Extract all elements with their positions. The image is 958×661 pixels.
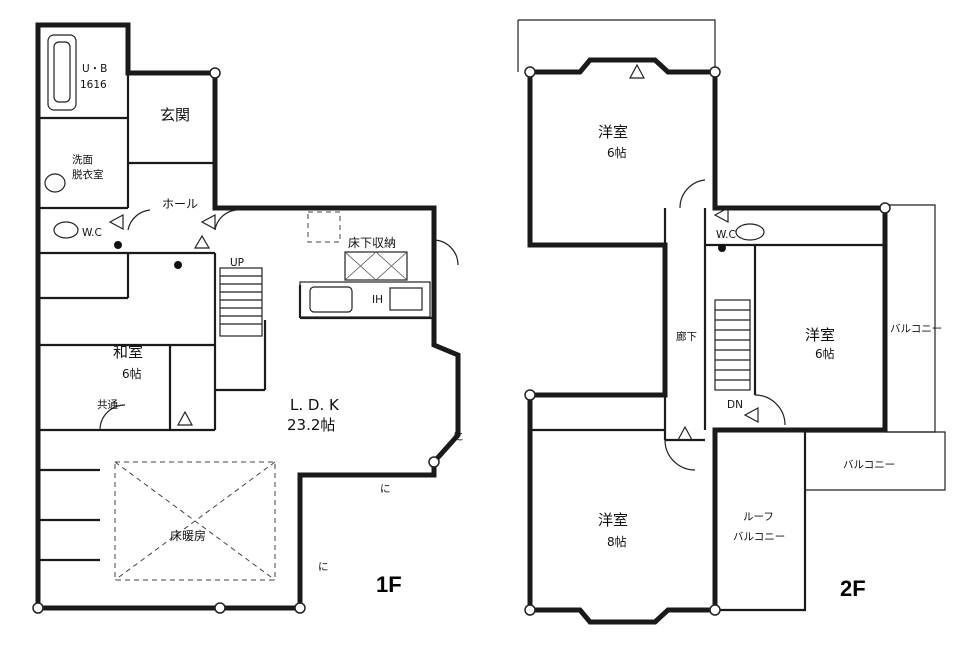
- floor-1-stairs: [219, 267, 263, 337]
- kitchen-sink: [309, 286, 353, 313]
- door-swing-2: [214, 209, 237, 231]
- japanese-room-label-2: 6帖: [122, 366, 142, 381]
- storage-hatch: [307, 211, 341, 243]
- balcony-outline: [805, 431, 946, 491]
- floor-heating-area: [114, 461, 276, 581]
- side-balcony-label: バルコニー: [890, 323, 942, 335]
- door-swing-3: [433, 239, 459, 266]
- wc-label-2f: W.C: [716, 229, 736, 241]
- floor-1-stair-marker: [174, 261, 182, 269]
- bathtub-inner: [53, 41, 71, 103]
- ldk-label-2: 23.2帖: [287, 416, 335, 434]
- western-room-bottom-label-2: 8帖: [607, 534, 627, 549]
- western-room-bottom-label-1: 洋室: [598, 511, 628, 529]
- door-swing: [127, 209, 151, 231]
- floor-2-outer-wall: [527, 57, 888, 625]
- floor-2-stairs: [714, 299, 751, 391]
- door-swing-2f-3: [754, 394, 786, 426]
- bath-label-2: 1616: [80, 79, 107, 91]
- corridor-label: 廊下: [676, 330, 697, 343]
- floor-1-inner-walls: [38, 25, 434, 562]
- washbasin: [44, 173, 66, 193]
- toilet-2f: [735, 223, 765, 241]
- hall-label: ホール: [162, 197, 198, 211]
- underfloor-storage-label: 床下収納: [348, 236, 396, 250]
- washroom-label-2: 脱衣室: [72, 168, 104, 181]
- underfloor-storage-box: [344, 251, 408, 281]
- floor-1-wc-marker: [114, 241, 122, 249]
- bath-label-1: U・B: [82, 63, 107, 75]
- door-swing-2f-2: [664, 439, 696, 471]
- floor-2-inner-walls: [530, 208, 885, 612]
- ih-label: IH: [372, 294, 383, 306]
- western-room-right-label-1: 洋室: [805, 326, 835, 344]
- ni-mark-3: に: [318, 561, 329, 573]
- door-swing-2f-1: [679, 179, 706, 209]
- floor-2-wc-marker: [718, 244, 726, 252]
- ih-cooktop: [389, 287, 423, 311]
- kitchen-counter: [299, 281, 431, 318]
- toilet: [53, 221, 79, 239]
- dn-label: DN: [727, 399, 743, 411]
- balcony-label: バルコニー: [843, 459, 895, 471]
- ni-mark-2: に: [380, 483, 391, 495]
- floor-1-outer-wall: [35, 22, 461, 611]
- bathtub: [47, 34, 77, 111]
- western-room-right-label-2: 6帖: [815, 346, 835, 361]
- western-room-top-label-2: 6帖: [607, 145, 627, 160]
- western-room-top-label-1: 洋室: [598, 123, 628, 141]
- shared-label: 共通: [97, 399, 118, 411]
- ni-mark-1: に: [453, 431, 464, 443]
- door-swing-4: [99, 404, 126, 431]
- floor-2-label: 2F: [840, 576, 866, 601]
- wc-label-1f: W.C: [82, 227, 102, 239]
- floor-heating-label: 床暖房: [170, 528, 206, 543]
- floor-1-label: 1F: [376, 572, 402, 597]
- floor-2-plan: 洋室 6帖 W.C 廊下 洋室 6帖 バルコニー DN バルコニー 洋室 8帖 …: [517, 19, 946, 625]
- top-bay-outline: [517, 19, 716, 72]
- floor-1-plan: U・B 1616 玄関 洗面 脱衣室 ホール W.C 床下収納 IH UP 和室…: [32, 22, 464, 614]
- up-label: UP: [230, 257, 244, 269]
- washroom-label-1: 洗面: [72, 154, 93, 166]
- entrance-label: 玄関: [160, 106, 190, 124]
- roof-balcony-label-1: ルーフ: [743, 511, 774, 523]
- side-balcony-outline: [885, 204, 936, 433]
- ldk-label-1: L. D. K: [290, 396, 340, 414]
- roof-balcony-label-2: バルコニー: [733, 531, 785, 543]
- japanese-room-label-1: 和室: [113, 343, 143, 361]
